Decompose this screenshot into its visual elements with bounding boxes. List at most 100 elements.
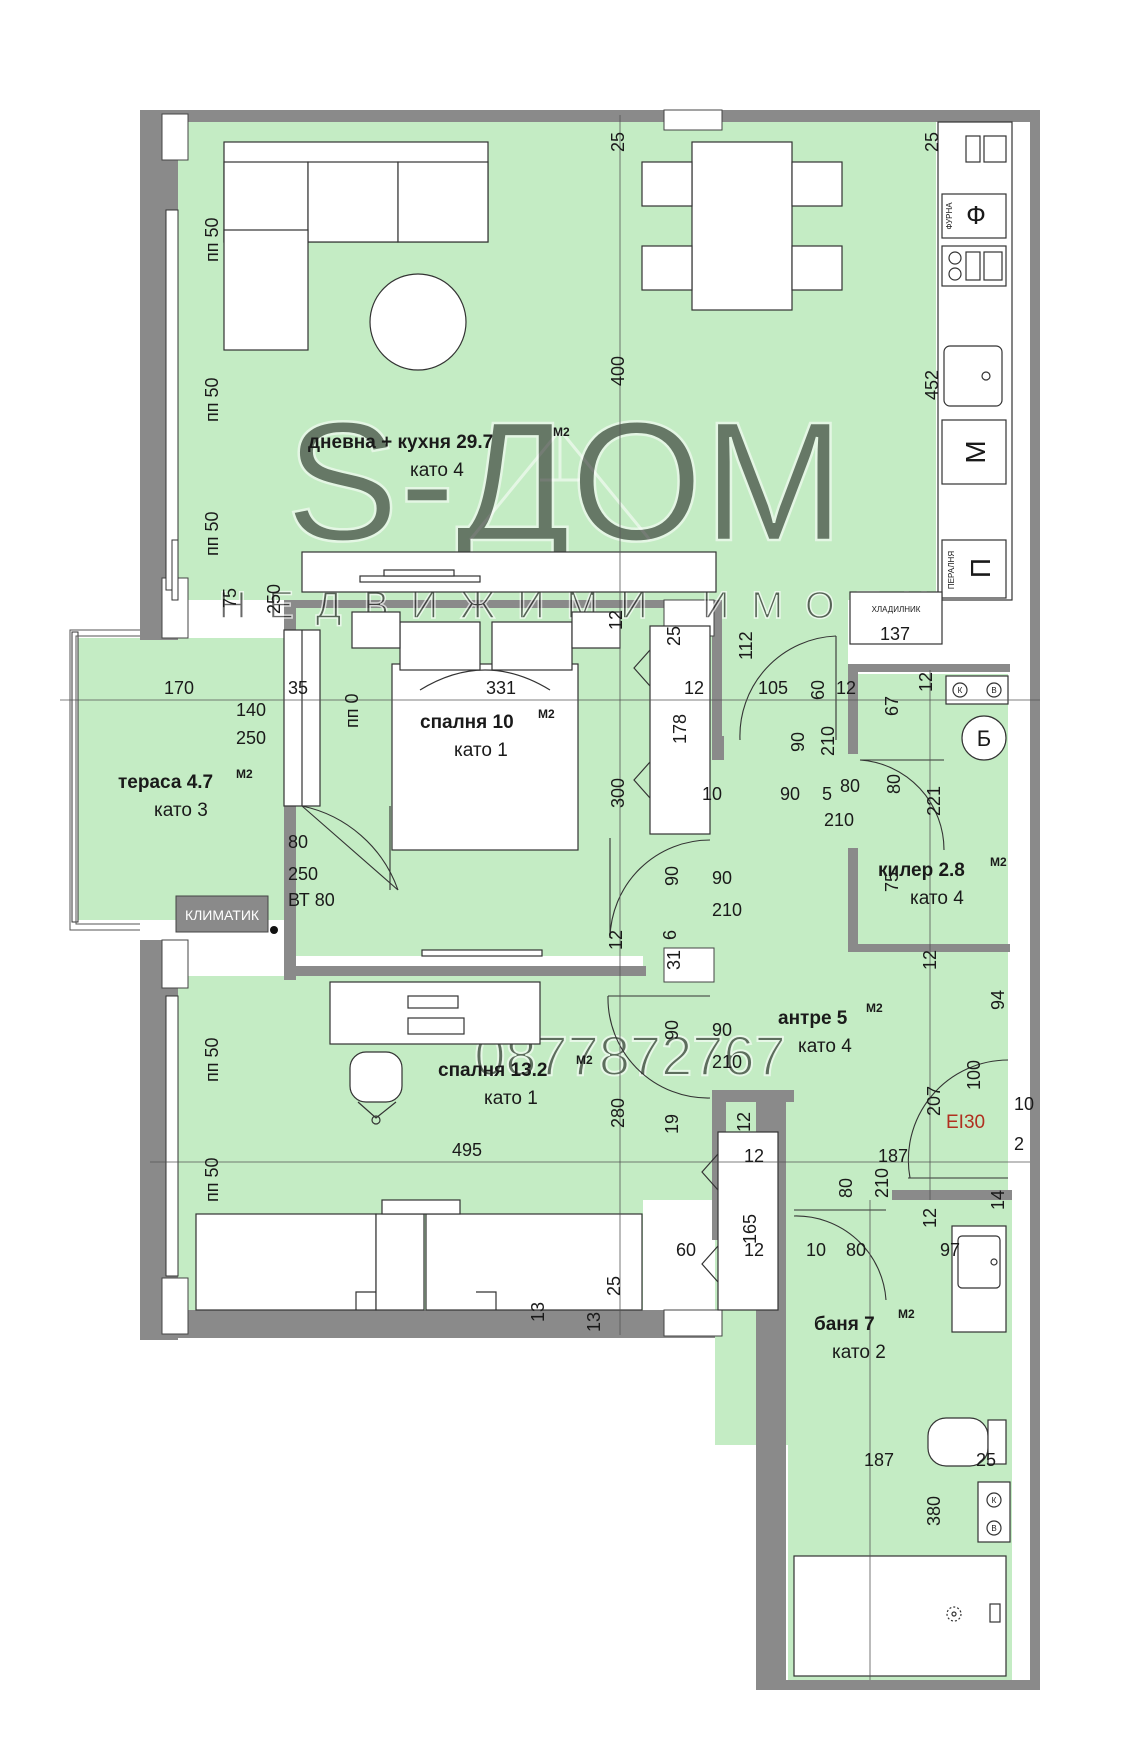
- door-bedroom1: [609, 839, 711, 939]
- dim-pp50c: пп 50: [202, 511, 222, 556]
- chair-4: [791, 245, 843, 291]
- wall-pantry-top: [848, 664, 1010, 672]
- pipe-v-circle: [986, 682, 1002, 698]
- door-terrace: [301, 805, 399, 891]
- sofa-chaise: [223, 229, 309, 351]
- terrace-outline: [69, 629, 140, 931]
- sofa-seat-2: [307, 161, 399, 243]
- column-5: [663, 947, 715, 983]
- dimension-texts: 25 25 400 452 пп 50 пп 50 пп 50 пп 50 пп…: [164, 132, 1034, 1526]
- wall-bath-top: [892, 1190, 1012, 1200]
- desk-chair-wheel: [371, 1115, 381, 1125]
- dim-d170: 170: [164, 678, 194, 698]
- door-bedroom1-b: [739, 635, 837, 741]
- desk: [329, 981, 541, 1045]
- bath-sink-bowl: [957, 1235, 1001, 1289]
- oven-symbol: Ф: [966, 200, 986, 230]
- toilet-tank: [987, 1419, 1007, 1465]
- room-terrace-sub: като 3: [154, 800, 208, 821]
- room-pantry-unit: М2: [990, 855, 1007, 869]
- room-terrace-unit: М2: [236, 767, 253, 781]
- tv-stand: [383, 569, 455, 577]
- wall-top: [140, 110, 1038, 122]
- dim-d6: 6: [660, 930, 680, 940]
- dim-d80a: 80: [840, 776, 860, 796]
- dim-d10c: 10: [806, 1240, 826, 1260]
- kitchen: ФУРНА Ф М ПЕРАЛНЯ П ХЛАДИЛНИК: [849, 121, 1013, 645]
- dim-d187a: 187: [878, 1146, 908, 1166]
- dim-d2: 2: [1014, 1134, 1024, 1154]
- room-living-sub: като 4: [410, 460, 464, 481]
- door-bath: [793, 1215, 887, 1301]
- dim-d35: 35: [288, 678, 308, 698]
- wall-pantry-left: [848, 664, 858, 754]
- pillow-1: [399, 621, 481, 671]
- bed-fold-1: [355, 1291, 376, 1310]
- keyboard: [407, 1017, 465, 1035]
- room-pantry-sub: като 4: [910, 888, 964, 909]
- window-3: [171, 539, 179, 601]
- shower-tray: [793, 1555, 1007, 1677]
- column-1: [161, 113, 189, 161]
- dim-pp0: пп 0: [342, 693, 362, 728]
- dim-d105: 105: [758, 678, 788, 698]
- room-hall-name: антре 5: [778, 1008, 848, 1029]
- bathroom-fixtures: К В: [793, 1225, 1011, 1677]
- bed-frame: [391, 663, 579, 851]
- dim-d31: 31: [664, 950, 684, 970]
- dim-d250c: 250: [288, 864, 318, 884]
- kitchen-sink: [943, 345, 1003, 407]
- room-bath-unit: М2: [898, 1307, 915, 1321]
- dim-d380: 380: [924, 1496, 944, 1526]
- dim-d90b: 90: [780, 784, 800, 804]
- windows: [71, 209, 179, 1277]
- bed-single-2: [425, 1213, 643, 1311]
- hob-burner-2: [948, 267, 962, 281]
- dim-pp50a: пп 50: [202, 217, 222, 262]
- dim-d80c: 80: [288, 832, 308, 852]
- dim-d210c: 210: [712, 900, 742, 920]
- tv-console: [301, 551, 717, 593]
- dim-d210d: 210: [712, 1052, 742, 1072]
- room-hall-unit: М2: [866, 1001, 883, 1015]
- aircon-box: [175, 895, 269, 933]
- dim-d90a: 90: [788, 732, 808, 752]
- oven: [941, 193, 1007, 239]
- window-1: [165, 209, 179, 591]
- wall-bath-left-low: [756, 1436, 786, 1688]
- dim-d140: 140: [236, 700, 266, 720]
- dim-d178: 178: [670, 714, 690, 744]
- wall-bottom: [756, 1680, 1040, 1690]
- doors: [301, 635, 1009, 1301]
- door-entrance: [907, 1059, 1009, 1179]
- fridge-top-2: [983, 135, 1007, 163]
- dim-pp50b: пп 50: [202, 377, 222, 422]
- dim-d25c: 25: [664, 626, 684, 646]
- room-bedroom2-sub: като 1: [484, 1088, 538, 1109]
- dim-d75b: 75: [882, 872, 902, 892]
- bed-fold-2: [476, 1291, 497, 1310]
- wardrobe-2-door-1: [701, 1153, 719, 1191]
- nightstand-3: [381, 1199, 461, 1215]
- dim-d280: 280: [608, 1098, 628, 1128]
- room-bedroom1-name: спалня 10: [420, 712, 514, 733]
- boiler: К В Б: [945, 675, 1009, 761]
- dim-d90e: 90: [712, 1020, 732, 1040]
- aircon-unit: КЛИМАТИК: [175, 895, 278, 934]
- sofa-seat-3: [397, 161, 489, 243]
- dim-d97: 97: [940, 1240, 960, 1260]
- shower-drain: [946, 1606, 962, 1622]
- fire-door-label: EI30: [946, 1112, 985, 1133]
- coffee-table: [369, 273, 467, 371]
- bath-pipe-v-label: В: [991, 1524, 996, 1533]
- sofa: [223, 141, 489, 351]
- bed-headboard-1: [375, 1213, 425, 1311]
- dim-d12c: 12: [836, 678, 856, 698]
- chair-1: [641, 161, 693, 207]
- wall-bed1-right-mid: [712, 736, 724, 760]
- wall-wc: [712, 1090, 794, 1102]
- column-6: [161, 939, 189, 989]
- dim-d210b: 210: [824, 810, 854, 830]
- boiler-label: Б: [977, 726, 991, 751]
